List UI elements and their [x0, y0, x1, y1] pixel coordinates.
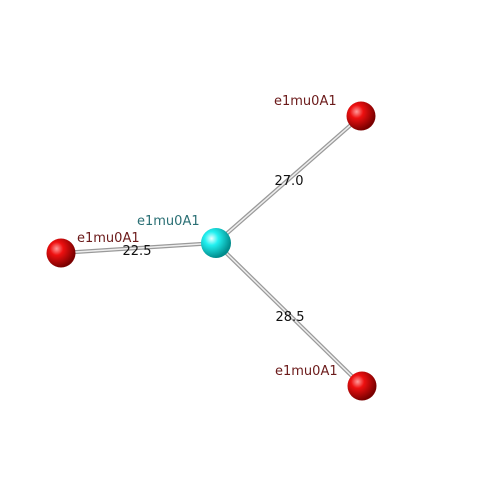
center-atom-label: e1mu0A1: [137, 214, 200, 229]
neighbor-label-bottom-right: e1mu0A1: [275, 364, 338, 379]
bonds: [60, 114, 364, 388]
neighbor-label-left: e1mu0A1: [77, 231, 140, 246]
neighbor-atom-bottom-right: [347, 371, 377, 401]
distance-label-top-right: 27.0: [275, 174, 304, 189]
bond-to-bottom-right: [214, 241, 364, 388]
bond-to-left: [60, 241, 217, 255]
bond-to-top-right: [214, 114, 363, 245]
distance-label-bottom-right: 28.5: [276, 310, 305, 325]
neighbor-atom-top-right: [346, 101, 376, 131]
neighbor-atom-left: [46, 238, 76, 268]
center-atom: [201, 228, 231, 258]
neighbor-label-top-right: e1mu0A1: [274, 94, 337, 109]
distance-label-left: 22.5: [123, 244, 152, 259]
